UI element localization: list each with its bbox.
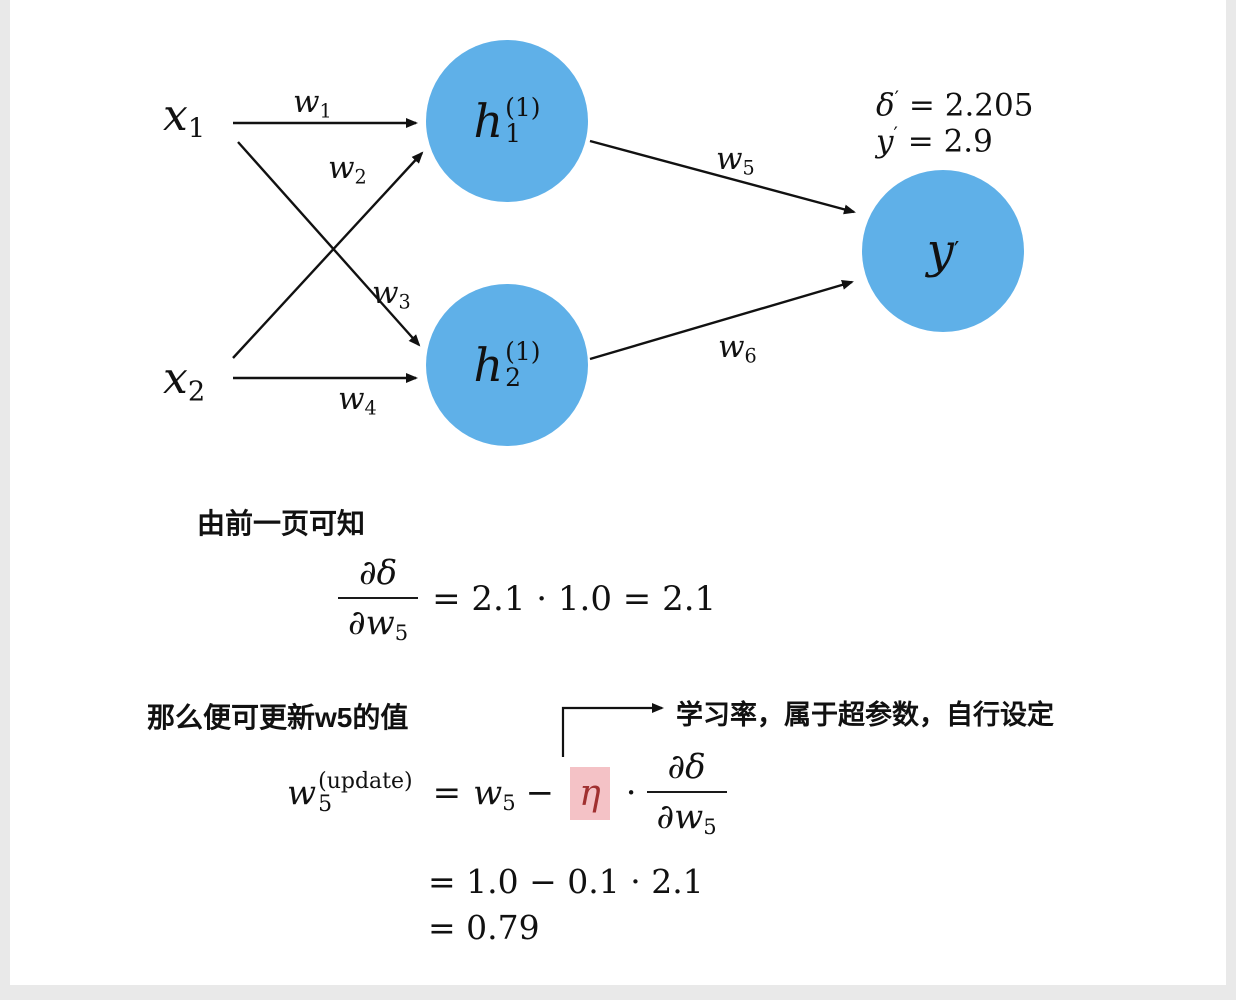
weight-label-w3: w3 xyxy=(372,275,411,314)
w5-update-lhs: w xyxy=(287,773,317,814)
h2-sup: (1) xyxy=(505,336,541,366)
gradient-formula: ∂δ ∂w5 = 2.1 · 1.0 = 2.1 xyxy=(338,556,716,643)
substitution-line: = 1.0 − 0.1 · 2.1 xyxy=(428,862,704,901)
update-denominator: ∂w xyxy=(656,797,704,837)
h1-base: h xyxy=(473,94,504,148)
weight-label-w2: w2 xyxy=(328,150,367,189)
y-prime: ′ xyxy=(953,237,960,265)
hidden-node-h1: h (1) 1 xyxy=(426,40,588,202)
w5-term: w5 xyxy=(473,772,516,815)
weight-label-w1: w1 xyxy=(293,84,332,123)
h1-sup: (1) xyxy=(505,92,541,122)
dot-operator: · xyxy=(625,773,637,814)
result-line: = 0.79 xyxy=(428,908,540,947)
h1-sub: 1 xyxy=(505,119,522,148)
weight-label-w5: w5 xyxy=(716,141,755,180)
weight-label-w4: w4 xyxy=(338,381,377,420)
input-node-x2: x2 xyxy=(163,353,205,408)
output-annotation: δ′ = 2.205 y′ = 2.9 xyxy=(876,87,1034,160)
eta-symbol: η xyxy=(579,772,601,814)
delta-symbol: δ xyxy=(876,87,895,124)
learning-rate-note: 学习率，属于超参数，自行设定 xyxy=(676,700,1054,730)
annotation-delta-line: δ′ = 2.205 xyxy=(876,87,1034,124)
update-denominator-sub: 5 xyxy=(703,813,717,839)
x2-base: x xyxy=(163,353,188,404)
update-rule-formula: w (update) 5 = w5 − η · ∂δ ∂w5 xyxy=(287,750,727,837)
w5-update-sub: 5 xyxy=(318,792,333,818)
yhat-prime: ′ xyxy=(893,123,898,147)
x2-sub: 2 xyxy=(187,376,206,408)
x1-sub: 1 xyxy=(187,113,206,145)
delta-prime: ′ xyxy=(894,87,900,110)
h2-base: h xyxy=(473,338,504,392)
delta-value: = 2.205 xyxy=(899,87,1034,124)
gradient-denominator-sub: 5 xyxy=(394,619,409,645)
yhat-value: = 2.9 xyxy=(897,123,993,160)
w5-update-sup: (update) xyxy=(318,769,413,795)
weight-label-w6: w6 xyxy=(718,329,757,368)
eta-highlight-box: η xyxy=(570,766,610,820)
x1-base: x xyxy=(163,90,188,141)
equals-sign: = xyxy=(432,773,462,814)
gradient-numerator: ∂δ xyxy=(359,553,398,593)
slide-background xyxy=(10,0,1226,985)
update-numerator: ∂δ xyxy=(667,747,706,787)
input-node-x1: x1 xyxy=(163,90,205,145)
gradient-result: = 2.1 · 1.0 = 2.1 xyxy=(432,579,717,620)
y-base: y xyxy=(926,223,954,279)
yhat-symbol: y xyxy=(876,123,894,160)
update-w5-label: 那么便可更新w5的值 xyxy=(147,702,409,733)
h2-sub: 2 xyxy=(505,363,522,392)
annotation-y-line: y′ = 2.9 xyxy=(876,124,1033,160)
output-node-y: y′ xyxy=(862,170,1024,332)
hidden-node-h2: h (1) 2 xyxy=(426,284,588,446)
known-from-previous-page-label: 由前一页可知 xyxy=(197,508,366,539)
update-fraction: ∂δ ∂w5 xyxy=(646,747,727,839)
gradient-fraction: ∂δ ∂w5 xyxy=(338,553,419,645)
gradient-denominator: ∂w xyxy=(348,603,395,643)
minus-sign: − xyxy=(525,773,555,814)
